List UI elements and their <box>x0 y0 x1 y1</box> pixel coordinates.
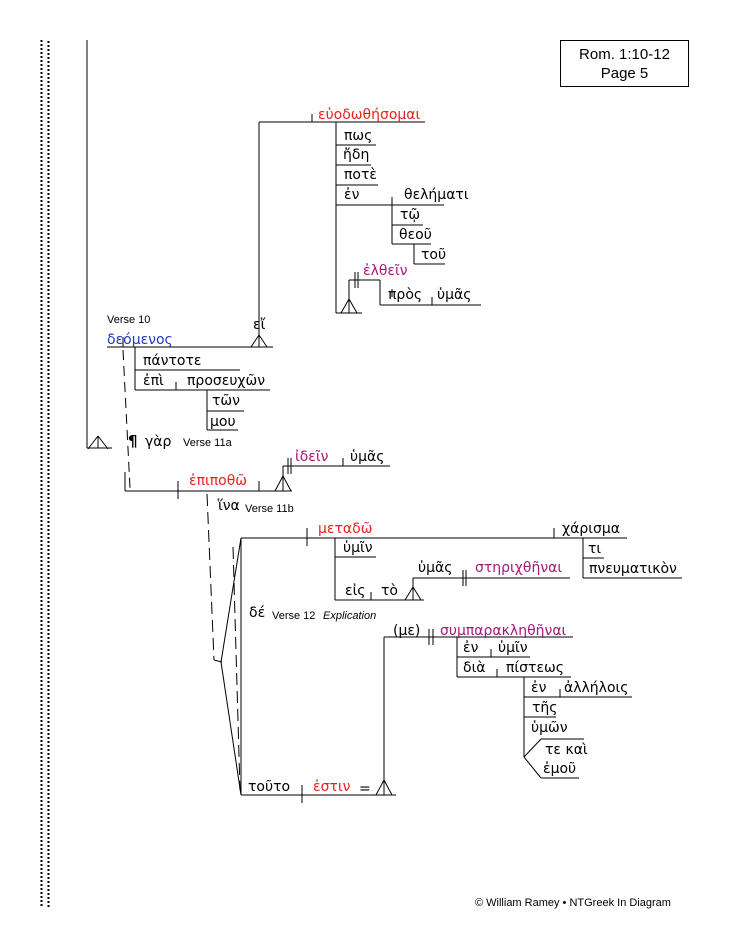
word-tou-1: τοῦ <box>421 247 447 263</box>
word-eis: εἰς <box>345 583 366 599</box>
word-thelemati: θελήματι <box>404 187 469 203</box>
word-ei: εἴ <box>253 317 266 333</box>
word-pos: πως <box>344 128 373 144</box>
word-humin-1: ὑμῖν <box>343 540 373 556</box>
word-proseuchon: προσευχῶν <box>187 373 266 389</box>
word-ti: τι <box>588 541 602 557</box>
word-epipotho: ἐπιποθῶ <box>189 473 248 489</box>
word-emou: ἐμοῦ <box>543 761 577 777</box>
word-humon: ὑμῶν <box>531 720 568 736</box>
word-euodothesomai: εὐοδωθήσομαι <box>318 107 421 123</box>
word-humas-3: ὑμᾶς <box>418 560 453 576</box>
word-metado: μεταδῶ <box>318 521 373 537</box>
reference-box: Rom. 1:10-12 Page 5 <box>560 40 689 87</box>
word-allelois: ἀλλήλοις <box>564 680 629 696</box>
label-verse-10: Verse 10 <box>107 314 151 326</box>
word-de: δέ <box>249 605 266 621</box>
word-en-2: ἐν <box>463 640 479 656</box>
word-humin-2: ὑμῖν <box>498 640 528 656</box>
word-pneumatikon: πνευματικὸν <box>589 561 677 577</box>
word-dia: διὰ <box>463 660 486 676</box>
word-mou: μου <box>210 414 236 430</box>
word-tes: τῆς <box>532 700 558 716</box>
word-gar: γὰρ <box>145 434 172 450</box>
word-pantote: πάντοτε <box>143 353 202 369</box>
word-pros: πρὸς <box>388 287 423 303</box>
word-theou: θεοῦ <box>399 227 432 243</box>
copyright-footer: © William Ramey • NTGreek In Diagram <box>475 897 671 909</box>
label-verse-12: Verse 12 <box>272 610 316 622</box>
word-sterichthenai: στηριχθῆναι <box>475 560 563 576</box>
page-label: Page 5 <box>600 65 649 82</box>
word-to-article: τὸ <box>381 583 398 599</box>
word-humas-2: ὑμᾶς <box>350 449 385 465</box>
label-explication: Explication <box>323 610 377 622</box>
word-ton: τῶν <box>212 393 240 409</box>
word-ede: ἤδη <box>343 147 370 163</box>
word-en-3: ἐν <box>531 680 547 696</box>
word-charisma: χάρισμα <box>562 521 620 537</box>
word-te-kai: τε καὶ <box>545 742 588 758</box>
word-humas-1: ὑμᾶς <box>437 287 472 303</box>
word-deomenos: δεόμενος <box>107 332 173 348</box>
label-verse-11a: Verse 11a <box>183 437 232 449</box>
equals-sign: = <box>359 781 371 797</box>
word-sumparaklethenai: συμπαρακληθῆναι <box>440 623 567 639</box>
word-estin: ἐστιν <box>313 779 351 795</box>
label-verse-11b: Verse 11b <box>245 503 294 515</box>
pilcrow-mark: ¶ <box>128 432 138 450</box>
word-epi: ἐπὶ <box>143 373 164 389</box>
word-pisteos: πίστεως <box>506 660 564 676</box>
word-to: τῷ <box>400 207 421 223</box>
word-idein: ἰδεῖν <box>295 449 329 465</box>
word-me: (με) <box>393 623 421 639</box>
reference-label: Rom. 1:10-12 <box>579 46 670 63</box>
word-elthein: ἐλθεῖν <box>363 263 408 279</box>
word-en-1: ἐν <box>344 187 360 203</box>
word-hina: ἵνα <box>218 498 240 514</box>
word-touto: τοῦτο <box>248 779 291 795</box>
word-pote: ποτὲ <box>344 167 377 183</box>
